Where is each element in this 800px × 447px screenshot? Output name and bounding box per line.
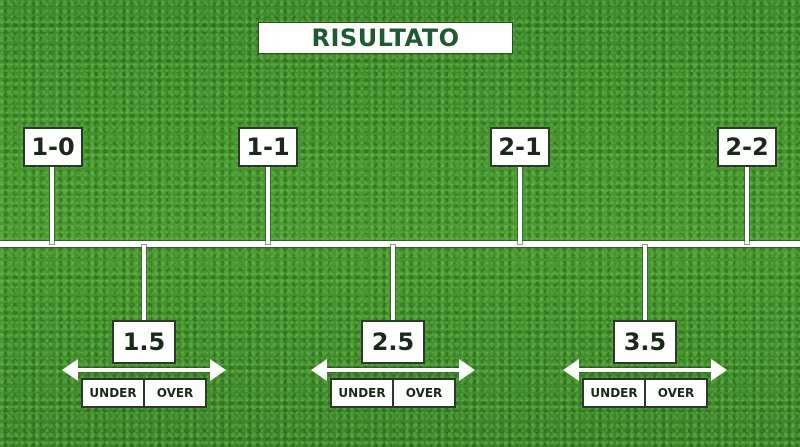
score-box-2-1: 2-1 (490, 127, 550, 167)
timeline-axis (0, 241, 800, 247)
diagram-title: RISULTATO (258, 22, 513, 54)
score-stem-1-0 (50, 164, 54, 244)
double-arrow-3 (577, 368, 711, 372)
line-value-box-3: 3.5 (613, 320, 677, 364)
double-arrow-2 (325, 368, 459, 372)
arrow-left-icon (563, 359, 579, 381)
score-stem-2-2 (745, 164, 749, 244)
under-label: UNDER (89, 386, 137, 400)
arrow-right-icon (711, 359, 727, 381)
line-value-box-1: 1.5 (112, 320, 176, 364)
over-label: OVER (392, 380, 454, 406)
over-label: OVER (644, 380, 706, 406)
under-label: UNDER (338, 386, 386, 400)
under-over-box-1: UNDER OVER (81, 378, 207, 408)
line-stem-2 (391, 245, 395, 323)
under-over-box-2: UNDER OVER (330, 378, 456, 408)
score-box-1-1: 1-1 (238, 127, 298, 167)
score-box-1-0: 1-0 (23, 127, 83, 167)
score-stem-2-1 (518, 164, 522, 244)
arrow-left-icon (62, 359, 78, 381)
under-over-box-3: UNDER OVER (582, 378, 708, 408)
line-value-box-2: 2.5 (361, 320, 425, 364)
arrow-right-icon (210, 359, 226, 381)
line-stem-3 (643, 245, 647, 323)
line-stem-1 (142, 245, 146, 323)
score-stem-1-1 (266, 164, 270, 244)
arrow-right-icon (459, 359, 475, 381)
over-label: OVER (143, 380, 205, 406)
arrow-left-icon (311, 359, 327, 381)
double-arrow-1 (76, 368, 210, 372)
under-label: UNDER (590, 386, 638, 400)
score-box-2-2: 2-2 (717, 127, 777, 167)
